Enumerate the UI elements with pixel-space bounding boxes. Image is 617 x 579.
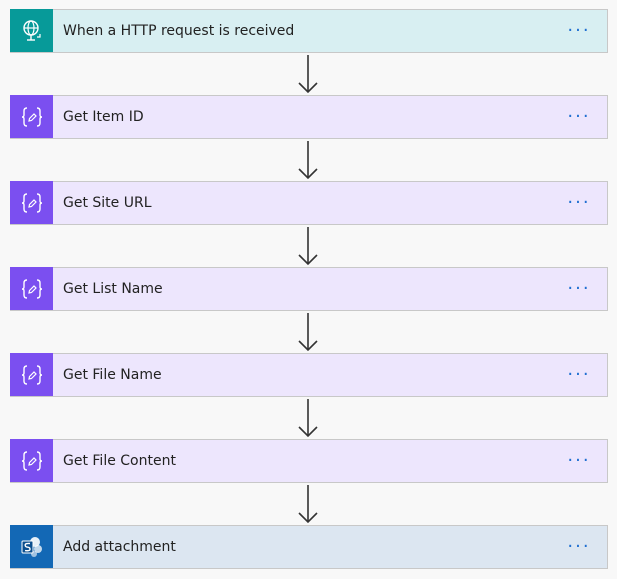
variable-braces-icon: [21, 364, 42, 385]
arrow-down-icon: [298, 399, 318, 438]
more-options-button[interactable]: ···: [567, 20, 591, 41]
variable-braces-icon: [21, 192, 42, 213]
flow-canvas: When a HTTP request is received ··· Get …: [10, 9, 608, 569]
step-card-get-site-url[interactable]: Get Site URL ···: [10, 181, 608, 225]
step-card-get-file-content[interactable]: Get File Content ···: [10, 439, 608, 483]
step-label: Get Item ID: [63, 109, 144, 125]
trigger-icon-box: [10, 9, 53, 52]
variable-icon-box: [10, 181, 53, 224]
step-label: Get List Name: [63, 281, 163, 297]
arrow-down-icon: [298, 55, 318, 94]
step-label: When a HTTP request is received: [63, 23, 295, 39]
more-options-button[interactable]: ···: [567, 450, 591, 471]
more-options-button[interactable]: ···: [567, 364, 591, 385]
more-options-button[interactable]: ···: [567, 192, 591, 213]
step-label: Get Site URL: [63, 195, 152, 211]
variable-icon-box: [10, 267, 53, 310]
sharepoint-icon: [21, 536, 42, 557]
more-options-button[interactable]: ···: [567, 278, 591, 299]
connector-arrow: [10, 225, 608, 267]
variable-braces-icon: [21, 278, 42, 299]
step-label: Get File Name: [63, 367, 162, 383]
more-options-button[interactable]: ···: [567, 106, 591, 127]
variable-icon-box: [10, 439, 53, 482]
step-label: Add attachment: [63, 539, 176, 555]
variable-icon-box: [10, 353, 53, 396]
arrow-down-icon: [298, 227, 318, 266]
more-options-button[interactable]: ···: [567, 536, 591, 557]
arrow-down-icon: [298, 485, 318, 524]
step-card-get-list-name[interactable]: Get List Name ···: [10, 267, 608, 311]
arrow-down-icon: [298, 313, 318, 352]
variable-braces-icon: [21, 450, 42, 471]
arrow-down-icon: [298, 141, 318, 180]
variable-braces-icon: [21, 106, 42, 127]
variable-icon-box: [10, 95, 53, 138]
connector-arrow: [10, 53, 608, 95]
step-card-get-item-id[interactable]: Get Item ID ···: [10, 95, 608, 139]
connector-arrow: [10, 483, 608, 525]
step-card-add-attachment[interactable]: Add attachment ···: [10, 525, 608, 569]
connector-arrow: [10, 311, 608, 353]
connector-arrow: [10, 397, 608, 439]
step-card-get-file-name[interactable]: Get File Name ···: [10, 353, 608, 397]
sharepoint-icon-box: [10, 525, 53, 568]
step-label: Get File Content: [63, 453, 176, 469]
connector-arrow: [10, 139, 608, 181]
step-card-http-request[interactable]: When a HTTP request is received ···: [10, 9, 608, 53]
globe-request-icon: [22, 19, 41, 41]
